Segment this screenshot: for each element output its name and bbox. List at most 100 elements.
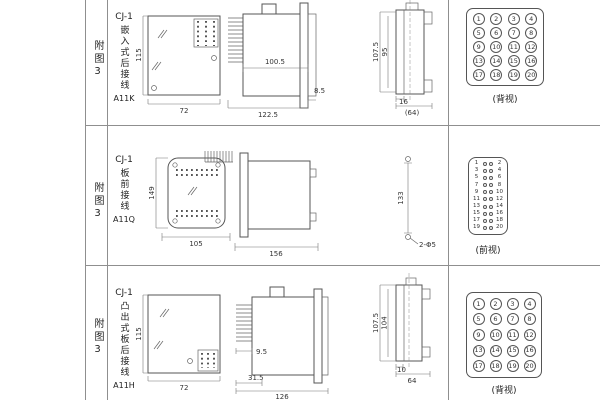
mounting-hole-view: 133 2-Φ5 <box>397 156 436 249</box>
terminal-circle: 18 <box>490 69 503 81</box>
mounting-desc: 嵌入式后接线 <box>118 25 129 91</box>
terminal-circle: 1 <box>472 297 485 310</box>
terminal-number: 13 <box>473 202 480 209</box>
dim-label: 149 <box>148 186 156 199</box>
dim-label: 9.5 <box>256 348 267 356</box>
terminal-circle: 10 <box>489 328 502 341</box>
terminal-number: 11 <box>473 195 480 202</box>
table-border-terminal-divider <box>448 0 449 400</box>
model-name: CJ-1 <box>115 12 133 22</box>
table-border-row2 <box>85 265 600 266</box>
view-caption: (前视) <box>475 246 501 256</box>
dim-label: 95 <box>381 48 389 57</box>
terminal-number: 14 <box>496 202 503 209</box>
mounting-desc: 凸出式板后接线 <box>118 301 129 378</box>
terminal-circle: 9 <box>472 41 485 53</box>
table-border-label-divider <box>107 0 108 400</box>
terminal-circle: 2 <box>490 13 503 25</box>
dim-label: 133 <box>397 191 405 204</box>
dim-label: 115 <box>135 327 143 340</box>
terminal-circle: 16 <box>523 344 536 357</box>
dim-label: 72 <box>180 384 189 392</box>
terminal-circle: 11 <box>507 41 520 53</box>
terminal-circle <box>489 162 493 167</box>
outline-drawing-a11q: 149 105 156 133 2-Φ5 <box>148 151 436 258</box>
terminal-circle: 5 <box>472 27 485 39</box>
terminal-circle: 15 <box>506 344 519 357</box>
terminal-circle: 17 <box>472 69 485 81</box>
terminal-circle: 14 <box>489 344 502 357</box>
terminal-row: 13 14 <box>472 202 504 210</box>
terminal-circle: 8 <box>525 27 538 39</box>
terminal-row: 9 10 <box>472 189 504 195</box>
terminal-layout-front-a11q: 1 2 3 4 5 6 7 8 9 10 11 1 <box>468 157 508 235</box>
terminal-circle: 13 <box>472 55 485 67</box>
terminal-circle <box>483 218 487 223</box>
view-caption: (背视) <box>491 386 517 396</box>
terminal-number: 5 <box>474 174 479 181</box>
terminal-circle: 13 <box>472 344 485 357</box>
terminal-circle <box>483 183 487 188</box>
dim-label: 72 <box>180 107 189 115</box>
terminal-circle <box>483 197 487 202</box>
terminal-number: 10 <box>496 188 503 195</box>
terminal-circle <box>489 204 493 209</box>
terminal-circle <box>489 197 493 202</box>
terminal-circle: 7 <box>506 313 519 326</box>
table-border-row1 <box>85 125 600 126</box>
dim-label: 122.5 <box>258 111 278 119</box>
terminal-row: 15 16 <box>472 210 504 217</box>
terminal-circle: 5 <box>472 313 485 326</box>
dim-label: 31.5 <box>248 374 264 382</box>
terminal-circle: 7 <box>507 27 520 39</box>
terminal-circle: 6 <box>490 27 503 39</box>
terminal-number: 12 <box>496 195 503 202</box>
terminal-circle <box>489 211 493 216</box>
terminal-number: 6 <box>497 174 502 181</box>
terminal-circle: 4 <box>523 297 536 310</box>
figure-label: 附图3 <box>92 40 103 80</box>
dim-label: 10 <box>397 366 406 374</box>
terminal-circle: 15 <box>507 55 520 67</box>
terminal-number: 2 <box>497 160 502 167</box>
terminal-circle <box>483 162 487 167</box>
terminal-circle: 12 <box>525 41 538 53</box>
terminal-number: 17 <box>473 216 480 223</box>
outline-drawing-a11k: 115 72 100.5 122.5 8.5 107.5 95 16 (64) <box>135 0 433 119</box>
dim-label: 104 <box>381 316 389 330</box>
dim-label: 115 <box>135 48 143 61</box>
view-caption: (背视) <box>492 95 518 105</box>
terminal-circle <box>489 176 493 181</box>
terminal-circle <box>489 183 493 188</box>
terminal-circle: 1 <box>472 13 485 25</box>
dim-label: (64) <box>405 109 420 117</box>
terminal-number: 3 <box>474 167 479 174</box>
terminal-row: 3 4 <box>472 168 504 174</box>
terminal-circle: 3 <box>507 13 520 25</box>
outline-drawing-a11h: 115 72 9.5 31.5 126 107.5 104 10 64 <box>135 273 431 400</box>
terminal-number: 7 <box>474 181 479 188</box>
terminal-row: 7 8 <box>472 182 504 188</box>
terminal-row: 1 2 <box>472 161 504 167</box>
dim-label: 16 <box>399 98 408 106</box>
panel-cutout-view: 107.5 104 10 64 <box>372 273 431 385</box>
terminal-circle: 12 <box>523 328 536 341</box>
terminal-circle: 4 <box>525 13 538 25</box>
terminal-row: 19 20 <box>472 225 504 231</box>
terminal-circle <box>489 190 493 195</box>
terminal-circle: 20 <box>523 360 536 373</box>
mounting-desc: 板前接线 <box>118 168 129 212</box>
dim-label: 126 <box>275 393 289 400</box>
model-name: CJ-1 <box>115 288 133 298</box>
terminal-circle: 16 <box>525 55 538 67</box>
terminal-row: 5 6 <box>472 175 504 181</box>
dim-label: 156 <box>269 250 283 258</box>
type-label-a11k: CJ-1 嵌入式后接线 A11K <box>108 12 140 103</box>
front-view: 115 72 <box>135 294 221 392</box>
side-view: 100.5 122.5 8.5 <box>227 2 325 119</box>
terminal-circle: 20 <box>525 69 538 81</box>
terminal-circle <box>483 169 487 174</box>
terminal-number: 20 <box>496 224 503 231</box>
